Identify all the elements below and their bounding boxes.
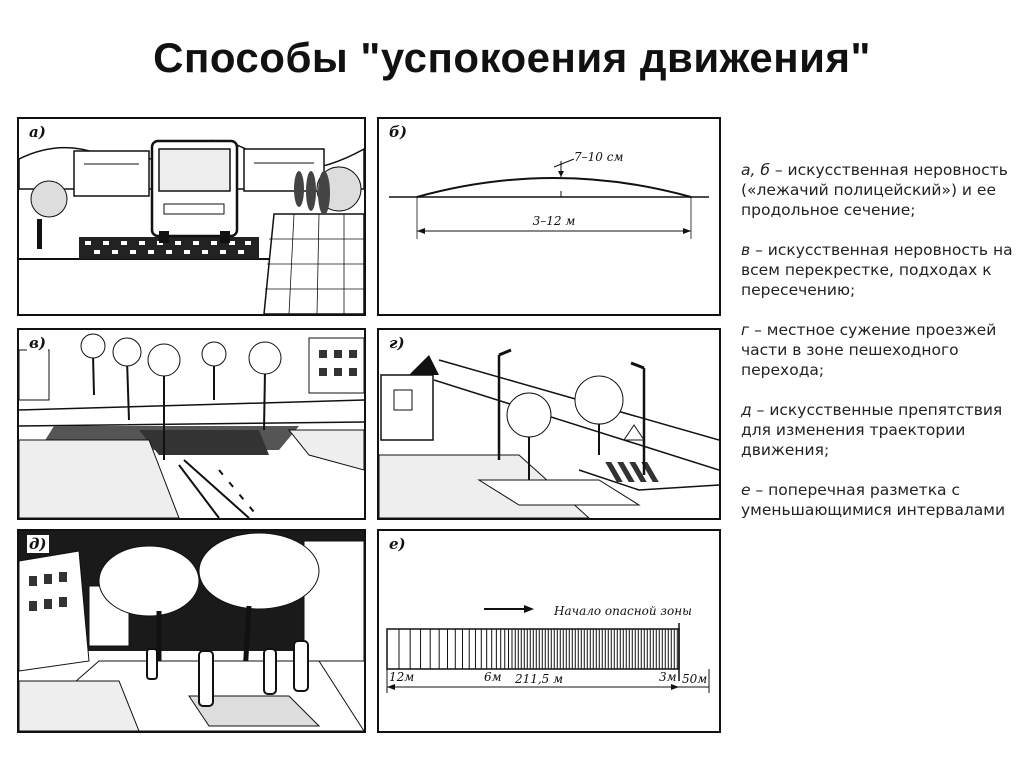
- dim-3m: 3м: [659, 670, 677, 684]
- panel-e-transverse-markings: е) Начало опасной зоны 12м 6м 3м 211,5 м…: [377, 529, 721, 733]
- panel-d-trajectory-obstacles: д): [17, 529, 366, 733]
- legend-text: – местное сужение проезжей части в зоне …: [741, 321, 997, 379]
- panel-b-bump-section: б) 7–10 см 3–12 м: [377, 117, 721, 316]
- dim-12m: 12м: [389, 670, 414, 684]
- legend-text: – искусственная неровность на всем перек…: [741, 241, 1013, 299]
- road-narrowing-illustration: [379, 348, 719, 518]
- legend-key: г: [741, 321, 750, 339]
- legend-text: – искусственная неровность («лежачий пол…: [741, 161, 1008, 219]
- legend-item-a-b: а, б – искусственная неровность («лежачи…: [741, 160, 1021, 220]
- bump-length-label: 3–12 м: [533, 214, 576, 228]
- legend-item-e: е – поперечная разметка с уменьшающимися…: [741, 480, 1021, 520]
- trajectory-obstacles-illustration: [19, 531, 364, 731]
- legend-item-d: д – искусственные препятствия для измене…: [741, 400, 1021, 460]
- dim-50m: 50м: [682, 672, 707, 686]
- legend-key: а, б: [741, 161, 770, 179]
- legend-item-v: в – искусственная неровность на всем пер…: [741, 240, 1021, 300]
- legend-text: – искусственные препятствия для изменени…: [741, 401, 1003, 459]
- legend-key: е: [741, 481, 751, 499]
- speed-bump-scene-illustration: [19, 139, 364, 314]
- page-title: Способы "успокоения движения": [153, 34, 871, 81]
- dim-total: 211,5 м: [514, 672, 563, 686]
- panel-d-label: д): [27, 535, 49, 553]
- transverse-stripes: [386, 629, 678, 669]
- legend: а, б – искусственная неровность («лежачи…: [741, 160, 1021, 540]
- legend-key: д: [741, 401, 752, 419]
- panel-v-label: в): [27, 334, 48, 352]
- raised-intersection-illustration: [19, 333, 364, 518]
- bump-cross-section-diagram: 7–10 см 3–12 м: [389, 150, 709, 239]
- panel-v-raised-intersection: в): [17, 328, 366, 520]
- legend-item-g: г – местное сужение проезжей части в зон…: [741, 320, 1021, 380]
- dim-6m: 6м: [484, 670, 502, 684]
- panel-a-speed-bump-scene: а): [17, 117, 366, 316]
- legend-key: в: [741, 241, 751, 259]
- panel-e-label: е): [387, 535, 408, 553]
- transverse-markings-diagram: Начало опасной зоны 12м 6м 3м 211,5 м 50…: [386, 604, 710, 693]
- panel-a-label: а): [27, 123, 48, 141]
- panel-b-label: б): [387, 123, 409, 141]
- panel-g-label: г): [387, 334, 407, 352]
- panel-g-road-narrowing: г): [377, 328, 721, 520]
- danger-zone-label: Начало опасной зоны: [553, 604, 692, 618]
- bump-height-label: 7–10 см: [574, 150, 623, 164]
- legend-text: – поперечная разметка с уменьшающимися и…: [741, 481, 1006, 519]
